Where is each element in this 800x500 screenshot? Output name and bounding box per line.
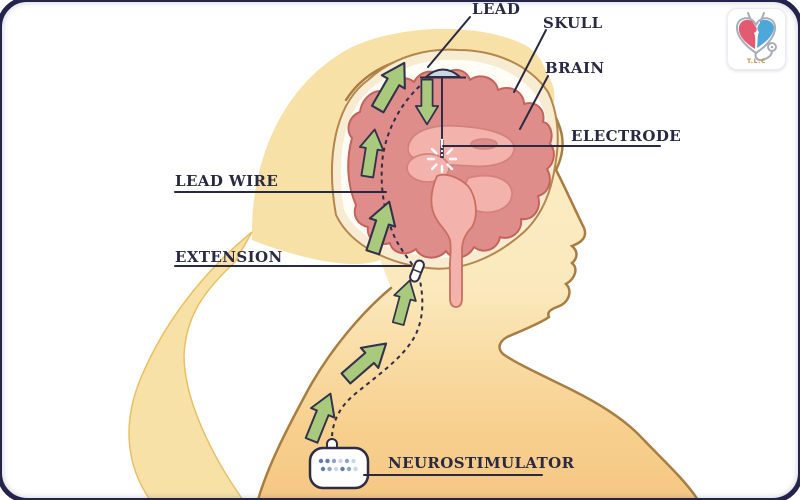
pointer-lines — [174, 16, 661, 476]
label-skull: SKULL — [543, 14, 603, 32]
corpus-callosum-hole — [470, 138, 498, 150]
back-of-neck-outline — [256, 286, 393, 500]
clinic-logo: T.L.C — [727, 8, 786, 70]
label-brain: BRAIN — [545, 59, 605, 77]
device-contact-dots — [318, 458, 358, 472]
label-extension: EXTENSION — [175, 248, 283, 266]
label-lead-wire: LEAD WIRE — [175, 172, 279, 190]
implanted-lead — [420, 68, 466, 174]
label-neurostimulator: NEUROSTIMULATOR — [388, 454, 575, 472]
brainstem-and-spinal-cord — [430, 173, 477, 308]
label-lead: LEAD — [472, 0, 521, 18]
stimulation-starburst-icon — [426, 138, 458, 174]
label-electrode: ELECTRODE — [571, 127, 682, 145]
device-wire-nub — [326, 438, 338, 449]
neurostimulator-device — [308, 438, 370, 490]
heart-stethoscope-icon — [735, 12, 777, 62]
device-body — [308, 446, 370, 490]
hair-strand-shape — [128, 231, 253, 500]
pointer-line-skull — [513, 29, 547, 93]
extension-connector — [409, 259, 425, 283]
pointer-line-lead — [427, 16, 471, 68]
logo-caption: T.L.C — [747, 58, 766, 65]
pointer-line-brain — [519, 75, 549, 130]
